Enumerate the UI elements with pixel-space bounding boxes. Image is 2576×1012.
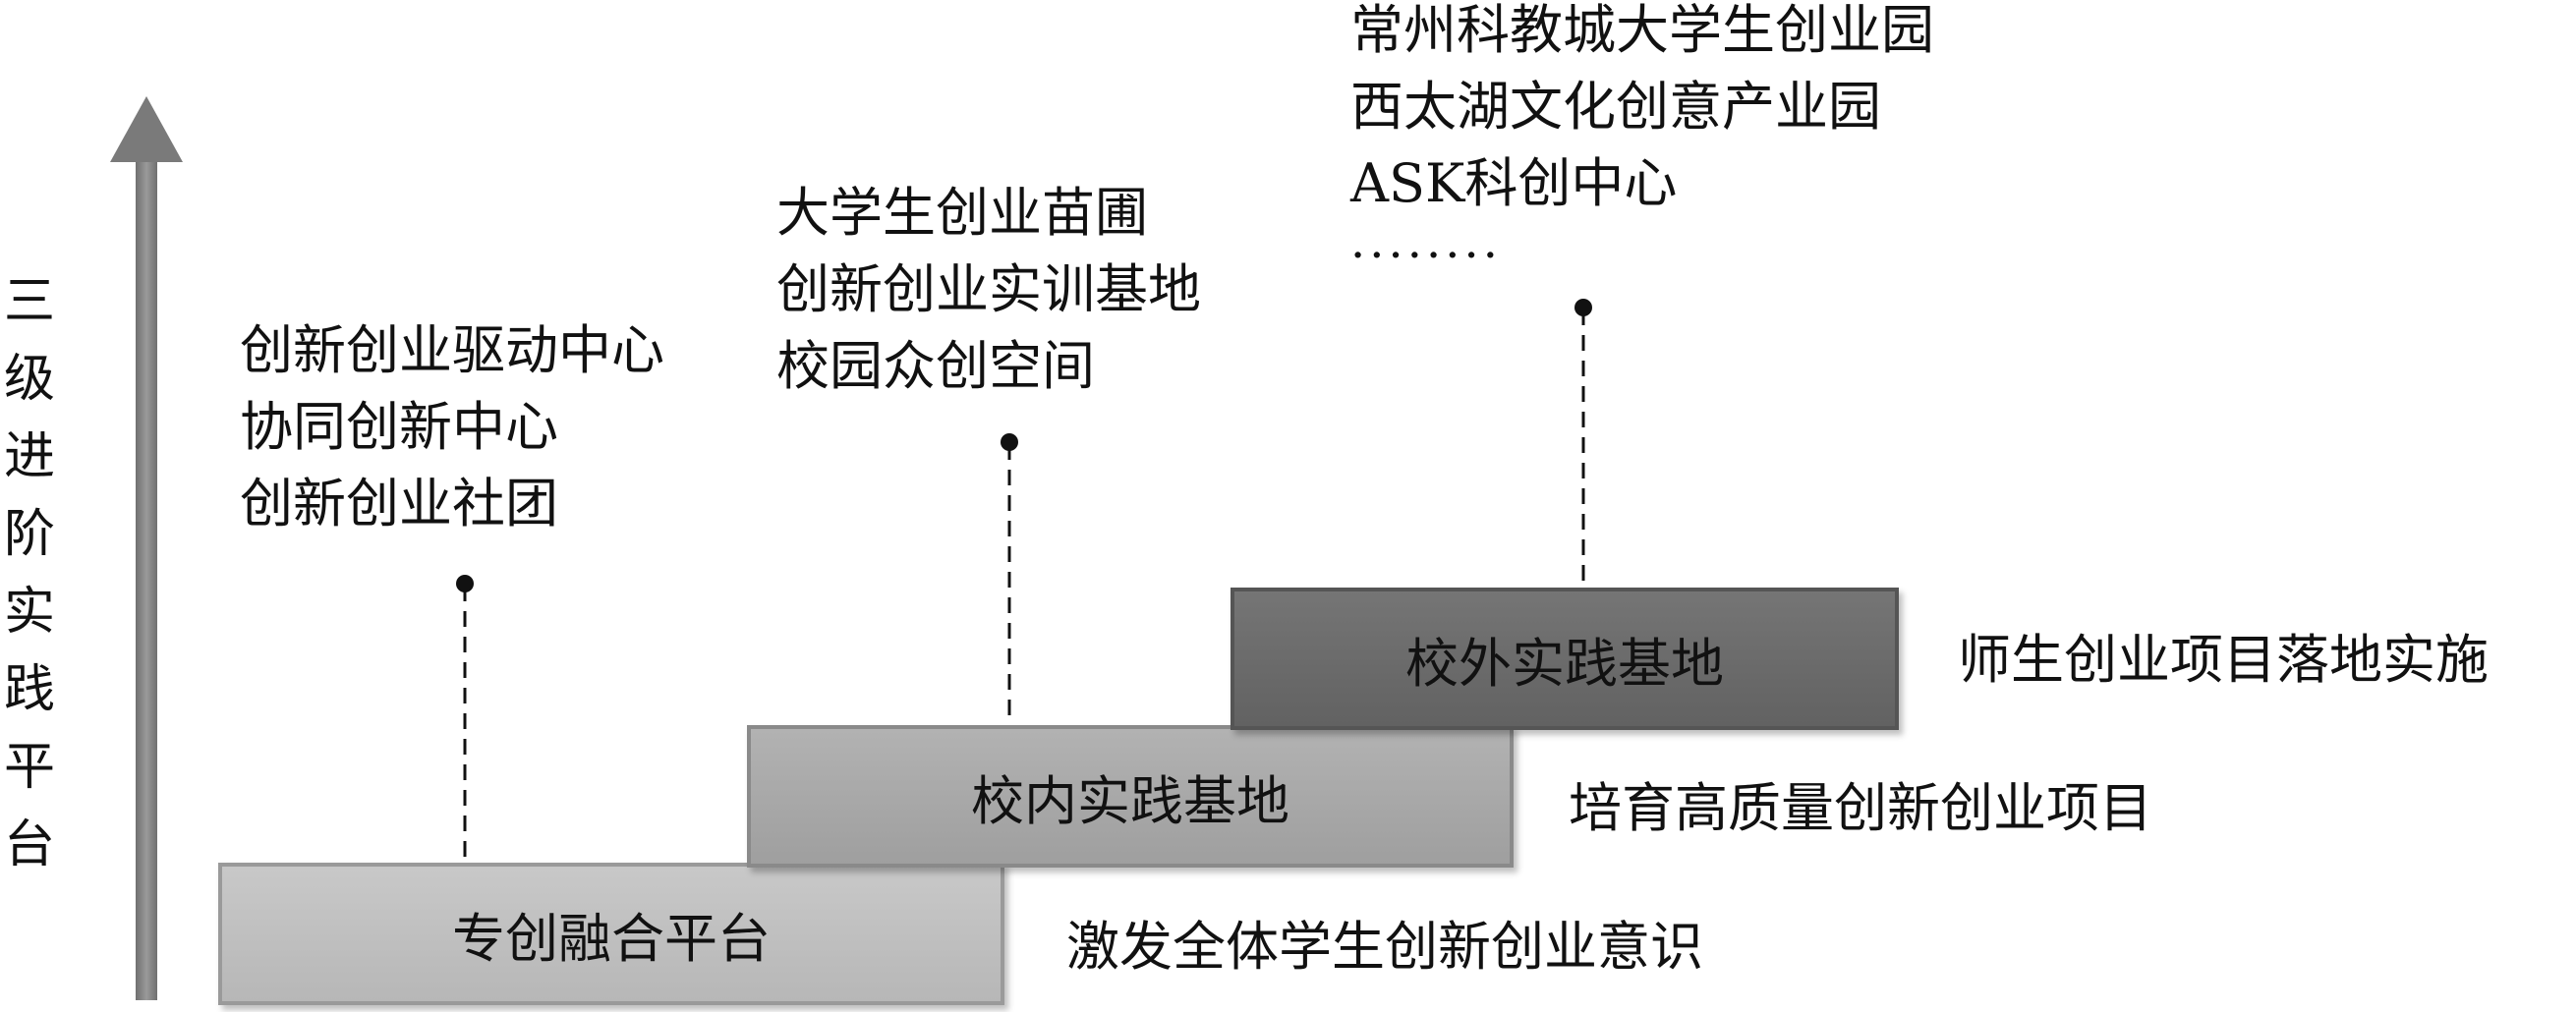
level-2-bar-label: 校内实践基地 [971,770,1289,832]
level-1-bar-label: 专创融合平台 [452,908,771,970]
axis-label-char: 践 [4,660,56,719]
level-2-items: 大学生创业苗圃 创新创业实训基地 校园众创空间 [776,175,1201,405]
connector-level-2 [1001,433,1018,725]
level-3-description: 师生创业项目落地实施 [1958,629,2489,691]
ellipsis: ········ [1350,228,1503,283]
list-item: 校园众创空间 [776,335,1095,397]
connector-level-1 [456,575,474,863]
list-item: 创新创业驱动中心 [240,319,664,381]
axis-label-char: 级 [4,350,56,409]
level-3-items: 常州科教城大学生创业园 西太湖文化创意产业园 ASK科创中心 ········ [1350,0,1934,285]
level-3-bar: 校外实践基地 [1231,588,1899,730]
list-item: 协同创新中心 [240,396,558,458]
vertical-axis-arrow [110,96,183,1000]
list-item: 大学生创业苗圃 [776,182,1148,244]
axis-label-char: 台 [4,815,56,874]
level-1-description: 激发全体学生创新创业意识 [1066,916,1703,978]
level-2-description: 培育高质量创新创业项目 [1569,777,2152,839]
list-item: ASK科创中心 [1350,152,1678,214]
axis-label-char: 阶 [4,505,56,564]
list-item: 常州科教城大学生创业园 [1350,0,1934,61]
connector-level-3 [1574,299,1592,588]
level-1-bar: 专创融合平台 [218,863,1004,1005]
axis-label-char: 三 [4,272,56,331]
axis-label: 三 级 进 阶 实 践 平 台 [4,263,56,884]
axis-label-char: 实 [4,583,56,642]
level-2-bar: 校内实践基地 [747,725,1514,868]
axis-label-char: 平 [4,738,56,797]
level-1-items: 创新创业驱动中心 协同创新中心 创新创业社团 [240,312,664,542]
list-item: 创新创业社团 [240,473,558,534]
level-3-bar-label: 校外实践基地 [1405,633,1724,695]
axis-label-char: 进 [4,427,56,486]
list-item: 创新创业实训基地 [776,258,1201,320]
list-item: 西太湖文化创意产业园 [1350,76,1881,138]
